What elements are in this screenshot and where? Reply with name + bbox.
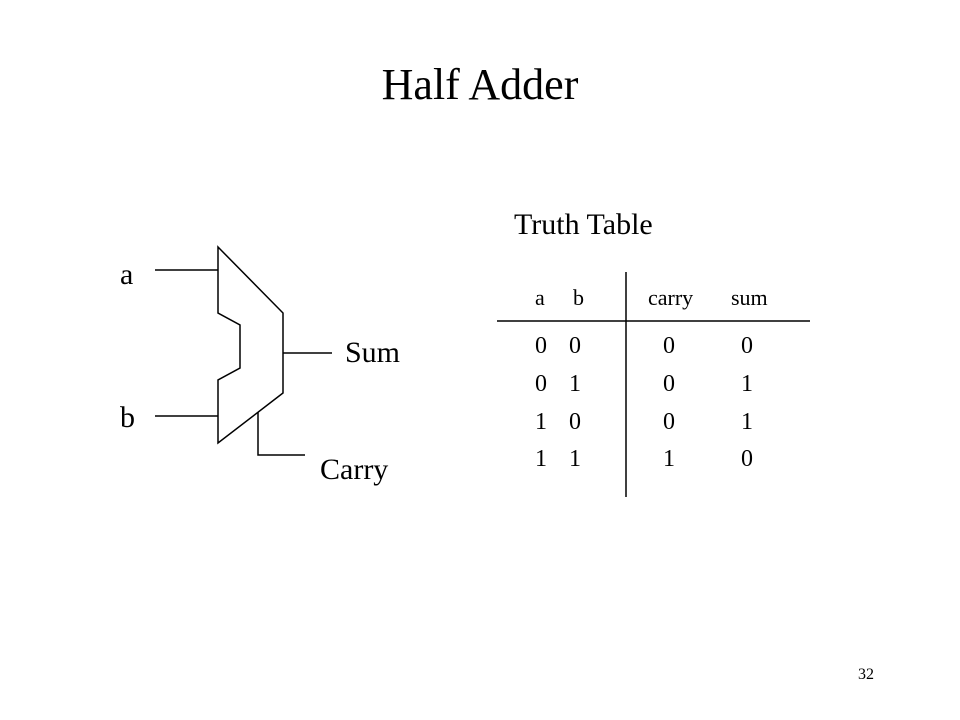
carry-output-label: Carry <box>320 453 389 486</box>
table-cell: 0 <box>535 371 547 397</box>
table-cell: 1 <box>535 446 547 472</box>
table-cell: 0 <box>569 409 581 435</box>
table-cell: 1 <box>663 446 675 472</box>
slide-title: Half Adder <box>381 60 579 109</box>
table-cell: 1 <box>569 446 581 472</box>
carry-wire <box>257 412 305 456</box>
sum-output-label: Sum <box>345 336 401 369</box>
slide-number: 32 <box>858 666 874 683</box>
table-cell: 0 <box>741 446 753 472</box>
header-b: b <box>573 285 584 310</box>
table-cell: 0 <box>663 409 675 435</box>
adder-block <box>217 245 284 445</box>
input-a-label: a <box>120 258 134 291</box>
table-cell: 0 <box>535 333 547 359</box>
input-b-label: b <box>120 401 135 434</box>
table-cell: 1 <box>741 409 753 435</box>
table-cell: 0 <box>663 371 675 397</box>
table-cell: 0 <box>569 333 581 359</box>
table-cell: 0 <box>741 333 753 359</box>
table-cell: 1 <box>569 371 581 397</box>
header-a: a <box>535 285 545 310</box>
table-cell: 0 <box>663 333 675 359</box>
truth-table-title: Truth Table <box>514 208 653 241</box>
table-cell: 1 <box>535 409 547 435</box>
header-carry: carry <box>648 285 694 310</box>
table-cell: 1 <box>741 371 753 397</box>
header-sum: sum <box>731 285 768 310</box>
